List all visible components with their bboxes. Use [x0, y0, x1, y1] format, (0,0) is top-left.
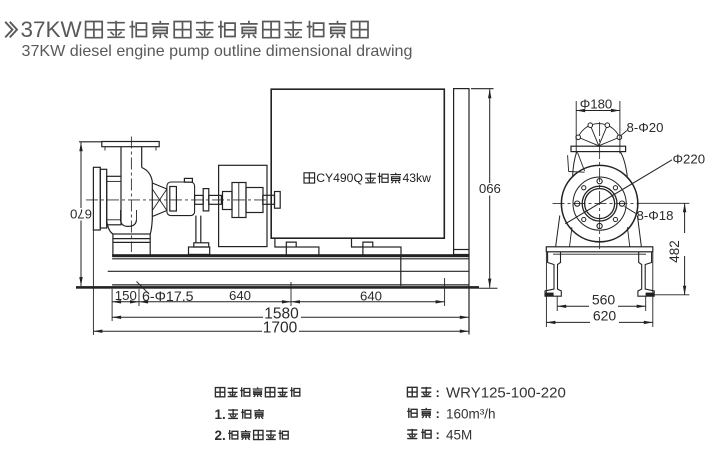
- svg-text:1580: 1580: [264, 306, 299, 323]
- svg-text:560: 560: [592, 291, 616, 307]
- svg-text:43kw: 43kw: [403, 171, 432, 185]
- svg-text:2.: 2.: [215, 428, 226, 443]
- svg-text:640: 640: [360, 288, 382, 303]
- svg-text:150: 150: [115, 288, 137, 303]
- svg-text:670: 670: [70, 207, 92, 222]
- svg-text:45M: 45M: [446, 427, 472, 442]
- svg-text:160m³/h: 160m³/h: [446, 406, 496, 421]
- svg-text:Φ180: Φ180: [580, 97, 613, 112]
- svg-text:Φ220: Φ220: [673, 151, 706, 166]
- svg-text:WRY125-100-220: WRY125-100-220: [446, 384, 566, 401]
- svg-text:6-Φ17.5: 6-Φ17.5: [142, 289, 194, 305]
- svg-text:990: 990: [479, 181, 501, 196]
- svg-text:8-Φ18: 8-Φ18: [637, 208, 674, 223]
- svg-text:620: 620: [593, 308, 617, 324]
- svg-text:1.: 1.: [215, 407, 226, 422]
- svg-text::: :: [436, 427, 440, 442]
- svg-text:1700: 1700: [263, 319, 298, 336]
- svg-text::: :: [436, 385, 440, 400]
- svg-text:8-Φ20: 8-Φ20: [627, 120, 664, 135]
- svg-text::: :: [436, 406, 440, 421]
- svg-text:640: 640: [229, 288, 251, 303]
- svg-text:37KW diesel engine pump outlin: 37KW diesel engine pump outline dimensio…: [22, 42, 413, 60]
- svg-text:CY490Q: CY490Q: [316, 171, 363, 185]
- svg-text:482: 482: [667, 240, 682, 263]
- svg-text:37KW: 37KW: [21, 17, 83, 42]
